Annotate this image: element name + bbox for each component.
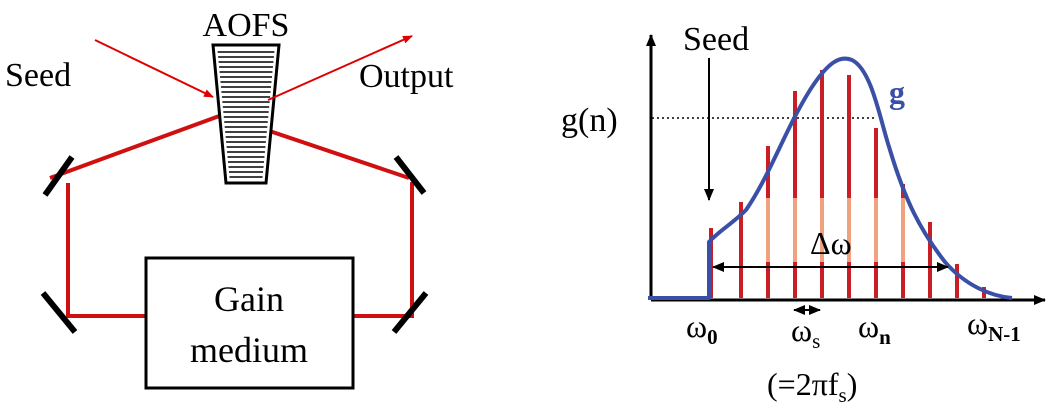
gain-label-line2: medium xyxy=(190,330,308,370)
mirror-bottom-right xyxy=(391,291,429,334)
mirror-bottom-left xyxy=(40,291,78,334)
cavity-beam-right xyxy=(353,182,414,318)
aofs-element xyxy=(211,43,281,185)
omega-n-label: ωn xyxy=(858,308,891,349)
spectral-lines xyxy=(709,70,986,298)
seed-label-left: Seed xyxy=(5,57,71,94)
gain-medium-box xyxy=(144,256,355,390)
cavity-beam-left xyxy=(66,183,146,318)
gn-label: g(n) xyxy=(561,102,618,139)
delta-omega-label: Δω xyxy=(810,225,852,261)
spacing-formula: (=2πfs) xyxy=(767,366,857,407)
mirror-top-right xyxy=(393,155,427,195)
aofs-label: AOFS xyxy=(203,7,290,44)
mirror-top-left xyxy=(42,155,75,197)
omega-0-label: ω0 xyxy=(686,308,718,349)
output-beam xyxy=(267,35,413,101)
seed-label-right: Seed xyxy=(683,21,749,58)
gain-spectrum-diagram: g(n) g Seed Δω ω0 ωs ωn ωN-1 (=2πfs) xyxy=(561,21,1046,407)
output-label: Output xyxy=(359,58,454,95)
gain-label-line1: Gain xyxy=(214,279,284,319)
gain-curve xyxy=(648,56,1013,300)
omega-n-minus-1-label: ωN-1 xyxy=(967,305,1021,346)
g-curve-label: g xyxy=(889,74,905,110)
laser-cavity-diagram: Gain medium AOFS Seed Output xyxy=(5,7,454,390)
seed-beam xyxy=(94,39,214,98)
omega-s-label: ωs xyxy=(791,312,820,353)
